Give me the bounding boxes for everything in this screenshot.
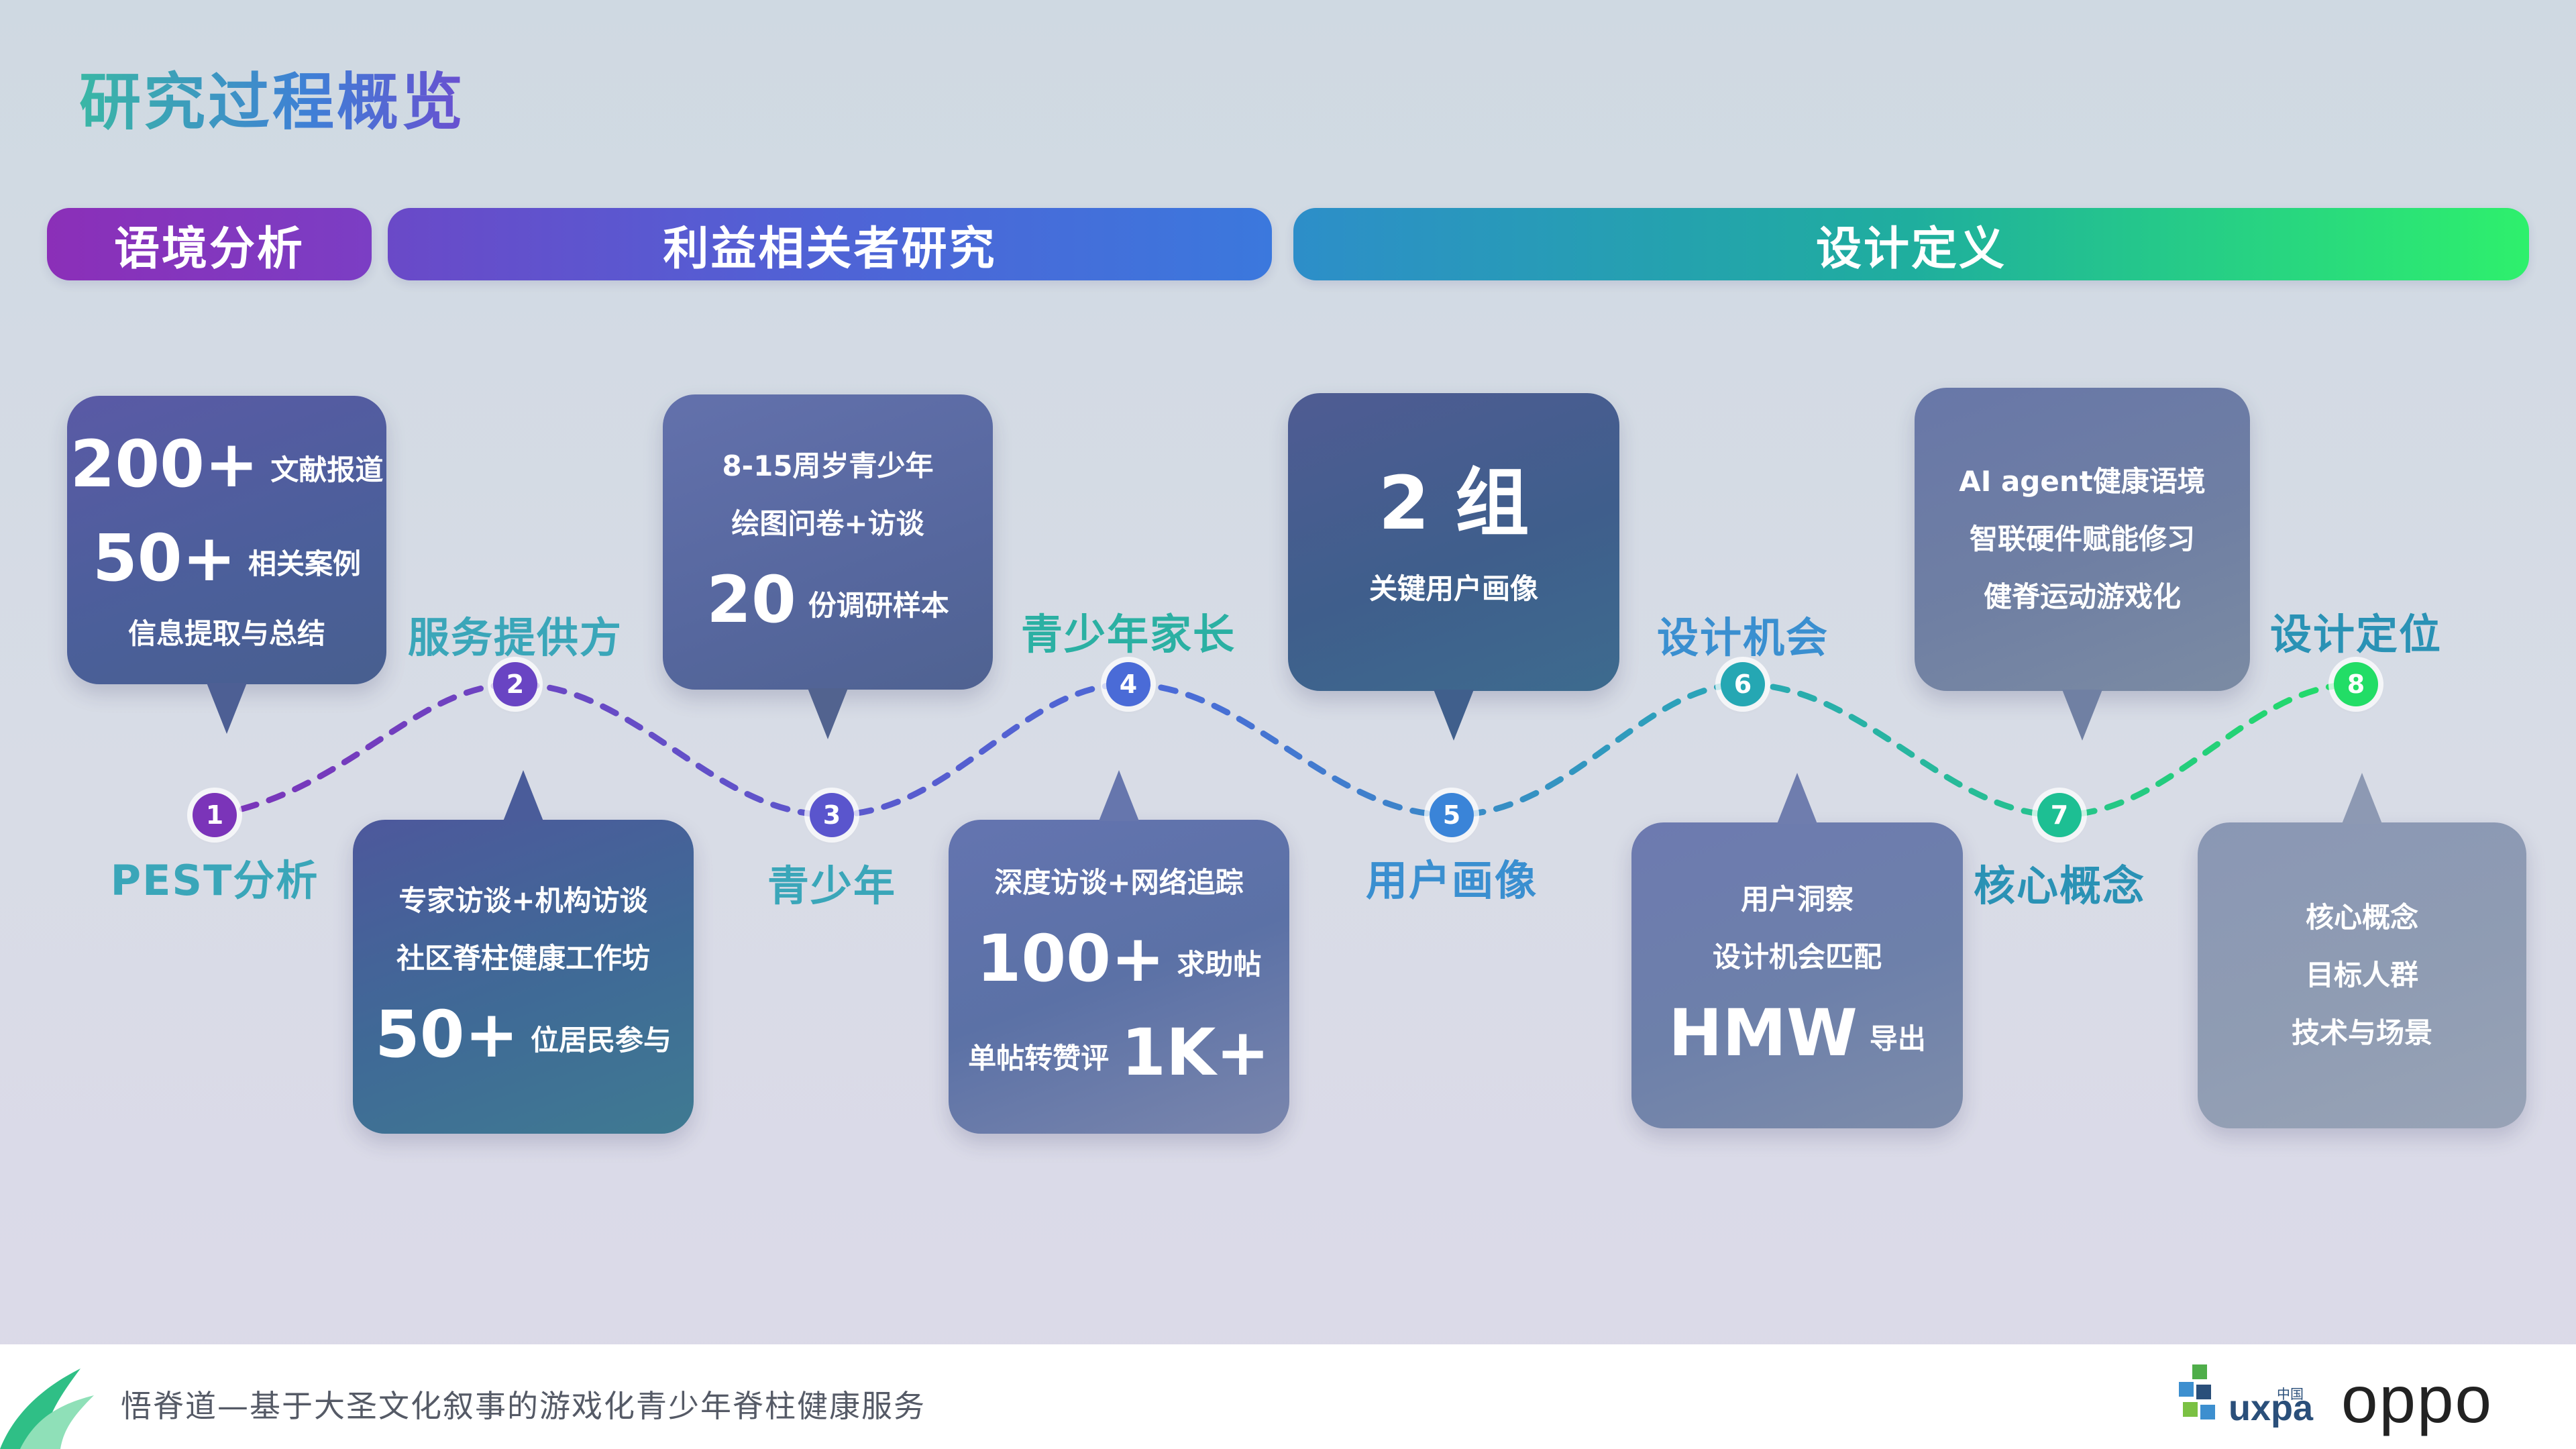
literature-label: 文献报道 [270,453,384,486]
step-4-label: 青少年家长 [1020,610,1236,659]
posts-count: 100+ [976,921,1165,996]
card-7-line-1: AI agent健康语境 [1959,465,2206,498]
card-8-line-1: 核心概念 [2305,901,2418,934]
card-7-line-2: 智联硬件赋能修习 [1969,523,2195,555]
card-6-line-1: 用户洞察 [1740,883,1854,916]
card-design-opportunity: 用户洞察 设计机会匹配 HMW 导出 [1631,773,1963,1128]
step-3-dot: 3 [810,793,854,837]
card-8-line-2: 目标人群 [2305,959,2418,991]
engagement-label: 单帖转赞评 [968,1042,1110,1075]
sample-label: 份调研样本 [808,589,949,622]
process-wave-path [211,681,2359,818]
phase-context-analysis: 语境分析 [47,208,372,280]
card-service-provider: 专家访谈+机构访谈 社区脊柱健康工作坊 50+ 位居民参与 [353,770,694,1134]
card-6-line-2: 设计机会匹配 [1712,941,1882,973]
card-4-line-1: 深度访谈+网络追踪 [994,866,1244,899]
card-3-line-2: 绘图问卷+访谈 [731,507,924,540]
project-logo-icon [0,1368,94,1449]
footer-project-title: 悟脊道—基于大圣文化叙事的游戏化青少年脊柱健康服务 [121,1388,926,1424]
step-6-label: 设计机会 [1656,613,1829,662]
step-7-dot: 7 [2037,793,2082,837]
uxpa-cn-label: 中国 [2277,1386,2304,1402]
uxpa-mark-icon [2179,1364,2215,1419]
oppo-logo: oppo [2341,1362,2493,1436]
step-3-label: 青少年 [767,861,897,910]
card-2-line-2: 社区脊柱健康工作坊 [396,942,650,975]
resident-label: 位居民参与 [531,1024,672,1057]
step-5-label: 用户画像 [1365,856,1538,905]
step-7-label: 核心概念 [1973,861,2146,910]
phase-stakeholder-research: 利益相关者研究 [388,208,1272,280]
page-title: 研究过程概览 [79,52,466,142]
card-1-summary: 信息提取与总结 [127,617,325,650]
card-3-line-1: 8-15周岁青少年 [722,449,934,482]
step-1-label: PEST分析 [110,856,319,905]
resident-count: 50+ [374,997,519,1072]
posts-label: 求助帖 [1177,948,1262,981]
footer-bar [0,1344,2576,1449]
phase-design-definition: 设计定义 [1293,208,2529,280]
card-8-line-3: 技术与场景 [2291,1016,2432,1049]
card-parents: 深度访谈+网络追踪 100+ 求助帖 单帖转赞评 1K+ [949,770,1289,1134]
sample-count: 20 [706,562,796,637]
hmw-label: HMW [1668,996,1858,1071]
case-count: 50+ [92,521,236,596]
card-context-analysis: 200+ 文献报道 50+ 相关案例 信息提取与总结 [67,396,386,734]
card-design-positioning: 核心概念 目标人群 技术与场景 [2198,773,2526,1128]
hmw-suffix: 导出 [1869,1022,1926,1055]
step-6-dot: 6 [1721,662,1765,706]
card-teenagers: 8-15周岁青少年 绘图问卷+访谈 20 份调研样本 [663,394,993,739]
persona-count: 2 组 [1378,460,1529,546]
step-2-dot: 2 [493,662,537,706]
step-2-label: 服务提供方 [407,613,623,662]
engagement-count: 1K+ [1121,1015,1270,1090]
literature-count: 200+ [70,427,259,502]
card-7-line-3: 健脊运动游戏化 [1983,580,2181,613]
step-1-dot: 1 [193,793,237,837]
step-5-dot: 5 [1430,793,1474,837]
uxpa-logo: uxpa 中国 [2176,1364,2313,1429]
card-2-line-1: 专家访谈+机构访谈 [398,884,648,917]
uxpa-wordmark: uxpa [2229,1388,2314,1428]
case-label: 相关案例 [248,547,362,580]
step-8-dot: 8 [2334,662,2378,706]
card-user-persona: 2 组 关键用户画像 [1288,393,1619,741]
card-core-concept: AI agent健康语境 智联硬件赋能修习 健脊运动游戏化 [1915,388,2250,741]
persona-label: 关键用户画像 [1368,572,1538,605]
step-8-label: 设计定位 [2269,610,2443,659]
step-4-dot: 4 [1106,662,1150,706]
